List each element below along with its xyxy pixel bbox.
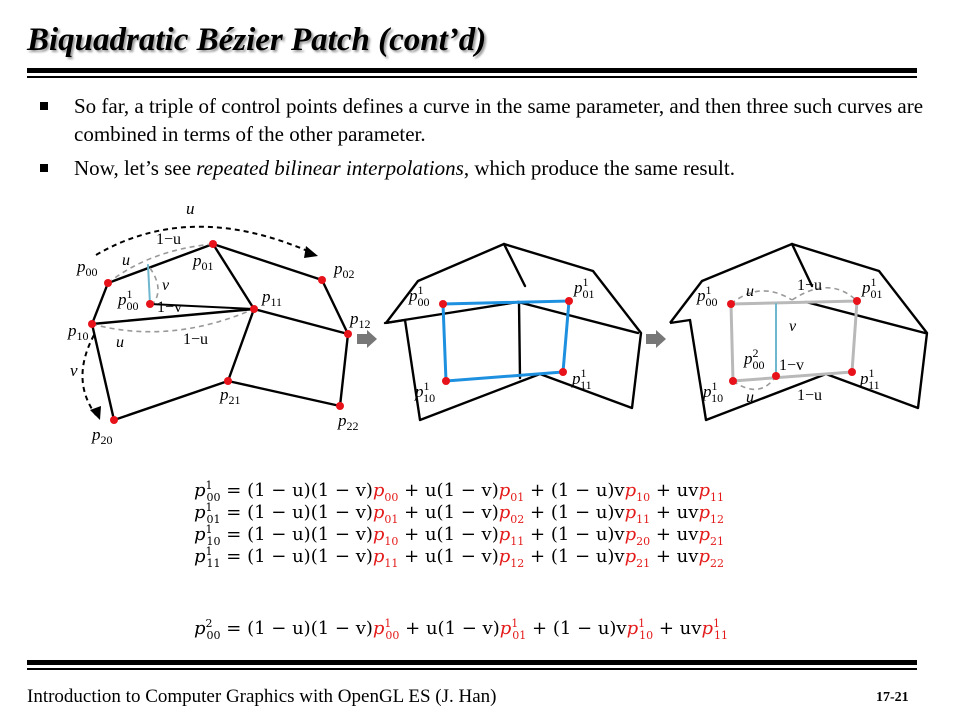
label-one-minus-u-bottom: 1−u [183, 331, 208, 348]
fig2-point-p11-1 [559, 368, 567, 376]
fig3-point-p01-1 [853, 297, 861, 305]
label-one-minus-u-top: 1−u [156, 231, 181, 248]
label-v-left: v [70, 361, 78, 380]
control-point-p00 [104, 279, 112, 287]
label-v: v [162, 277, 170, 294]
fig3-label-one-minus-v: 1−v [779, 357, 804, 374]
u-direction-dashed-arrow [95, 225, 311, 256]
v-direction-dashed-arrow [81, 334, 97, 416]
fig3-interp-point-p00-2 [772, 372, 780, 380]
right-arrow-icon-1 [357, 330, 377, 348]
fig2-point-p01-1 [565, 297, 573, 305]
bullet-text: So far, a triple of control points defin… [74, 94, 924, 146]
point-label-p12: p12 [349, 309, 371, 331]
footer-rule-thick [27, 660, 917, 665]
control-point-p11 [250, 305, 258, 313]
footer-rule-thin [27, 668, 917, 670]
label-u-top: u [186, 199, 195, 218]
right-arrow-icon-2 [646, 330, 666, 348]
title-rule-thin [27, 76, 917, 78]
bullet-list: So far, a triple of control points defin… [38, 92, 938, 188]
interp-line-u [149, 303, 255, 310]
fig3-dashed-arc-u-bottom [732, 375, 777, 391]
page-title: Biquadratic Bézier Patch (cont’d) [27, 22, 487, 58]
fig2-crease-left [383, 300, 520, 325]
fig3-point-p11-1 [848, 368, 856, 376]
fig2-point-p10-1 [442, 377, 450, 385]
point-label-p02: p02 [333, 259, 355, 281]
fig2-patch-outline [385, 242, 643, 422]
fig3-crease-top [790, 242, 814, 288]
u-arrowhead-icon [304, 246, 318, 258]
point-label-p21: p21 [219, 385, 241, 407]
control-point-p12 [344, 330, 352, 338]
fig3-point-p10-1 [729, 377, 737, 385]
fig3-label-v: v [789, 318, 797, 335]
bullet-text-before: Now, let’s see [74, 156, 197, 180]
bullet-emphasis: repeated bilinear interpolations [196, 156, 464, 180]
footer-course-title: Introduction to Computer Graphics with O… [27, 686, 497, 707]
dashed-arc-v [149, 267, 159, 306]
dashed-arc-u-bottom [91, 308, 255, 333]
fig3-crease-right [804, 300, 927, 335]
control-point-p22 [336, 402, 344, 410]
fig2-crease-top [502, 242, 527, 288]
fig3-point-p00-1 [727, 300, 735, 308]
control-point-p21 [224, 377, 232, 385]
point-label-p10: p10 [67, 321, 89, 343]
fig3-dashed-arc-one-minus-u-top [791, 287, 858, 302]
control-point-p10 [88, 320, 96, 328]
title-rule-thick [27, 68, 917, 73]
point-label-p11: p11 [261, 287, 282, 309]
square-bullet-icon [40, 164, 48, 172]
fig3-label-u-bottom: u [746, 389, 754, 406]
label-one-minus-v: 1−v [157, 299, 182, 316]
point-label-p22: p22 [337, 411, 359, 433]
fig3-label-u-top: u [746, 283, 754, 300]
bullet-text-after: , which produce the same result. [463, 156, 735, 180]
bullet-item: So far, a triple of control points defin… [38, 92, 938, 148]
control-point-p01 [209, 240, 217, 248]
point-label-p01: p01 [192, 251, 214, 273]
label-u-bottom: u [116, 334, 124, 351]
fig2-crease-right [516, 300, 640, 335]
square-bullet-icon [40, 102, 48, 110]
bullet-item: Now, let’s see repeated bilinear interpo… [38, 154, 938, 182]
v-arrowhead-icon [90, 406, 101, 420]
control-point-p20 [110, 416, 118, 424]
dashed-arc-u-top [107, 243, 214, 284]
fig3-label-one-minus-u-top: 1−u [797, 277, 822, 294]
fig2-crease-mid [517, 300, 522, 380]
point-label-p00: p00 [76, 257, 98, 279]
point-label-p20: p20 [91, 425, 113, 447]
interp-line-v [147, 264, 151, 305]
fig2-blue-quad [441, 299, 571, 383]
fig2-point-p00-1 [439, 300, 447, 308]
interp-point-p00-1 [146, 300, 154, 308]
label-u-small: u [122, 252, 130, 269]
page-number: 17-21 [876, 690, 909, 705]
fig3-label-one-minus-u-bottom: 1−u [797, 387, 822, 404]
fig3-patch-outline [669, 242, 929, 422]
control-point-p02 [318, 276, 326, 284]
